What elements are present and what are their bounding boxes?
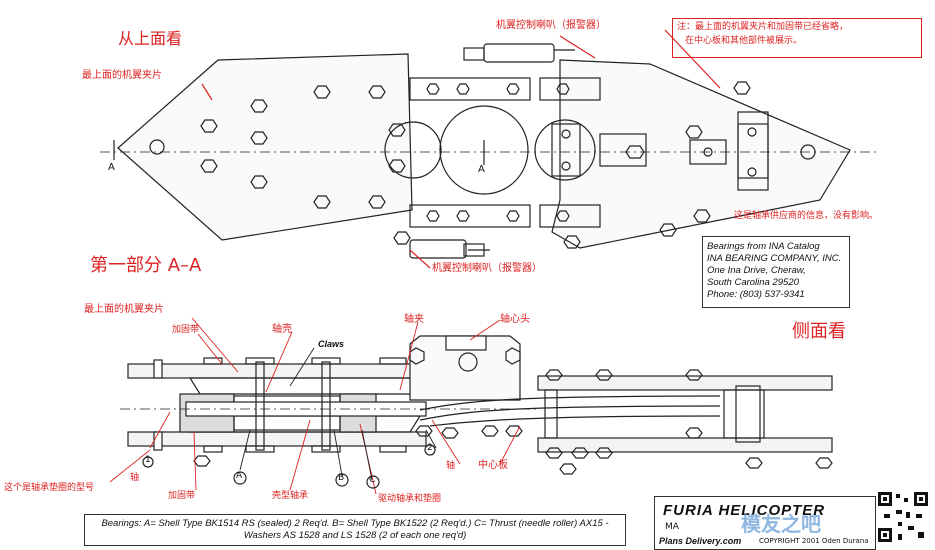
shell-bearing-label: 壳型轴承 [272, 491, 309, 501]
top-clip-plate [117, 53, 413, 241]
note-box: 注：最上面的机翼夹片和加固带已经省略， 在中心板和其他部件被展示。 [672, 18, 922, 58]
ina-line-2: INA BEARING COMPANY, INC. [707, 253, 842, 264]
top-view-label: 从上面看 [118, 29, 183, 48]
top-clip-label-2: 最上面的机翼夹片 [84, 304, 164, 315]
circle-marker-b: B [338, 473, 345, 483]
circle-marker-a: A [236, 471, 243, 481]
marker-a-left: A [108, 162, 115, 173]
housing-label: 轴壳 [272, 324, 292, 335]
circle-marker-c: C [369, 475, 376, 485]
title-block: FURIA HELICOPTER MA Plans Delivery.com C… [654, 496, 876, 550]
marker-a-center: A [478, 164, 485, 175]
circle-marker-1: 1 [145, 455, 151, 465]
section-title: 第一部分 A–A [90, 255, 202, 276]
ina-line-1: Bearings from INA Catalog [707, 241, 820, 252]
title-line-2: MA [665, 522, 679, 532]
note-line-1: 注：最上面的机翼夹片和加固带已经省略， [677, 22, 849, 32]
reinforce-label-2: 加固带 [168, 491, 196, 501]
claws-label: Claws [318, 339, 345, 349]
hub-head-label: 轴心头 [500, 314, 530, 325]
qr-code-icon [878, 492, 928, 542]
legend-line-1: Bearings: A= Shell Type BK1514 RS (seale… [101, 518, 609, 529]
center-plate-label: 中心板 [478, 460, 508, 471]
bearing-model-note: 这个是轴承垫圈的型号 [4, 483, 95, 493]
horn-bottom-label: 机翼控制喇叭（报警器） [432, 263, 542, 274]
note-line-2: 在中心板和其他部件被展示。 [685, 36, 803, 46]
drive-bearing-label: 驱动轴承和垫圈 [378, 494, 442, 504]
axle-label: 轴 [130, 473, 140, 483]
reinforce-label-1: 加固带 [172, 325, 200, 335]
axle-label-2: 轴 [446, 461, 456, 471]
horn-top-label: 机翼控制喇叭（报警器） [496, 20, 606, 31]
footer-right: COPYRIGHT 2001 Oden Durana [759, 537, 869, 545]
circle-marker-2: 2 [427, 443, 433, 453]
bearing-legend: Bearings: A= Shell Type BK1514 RS (seale… [84, 514, 626, 546]
watermark-text: 模友之吧 [741, 512, 821, 536]
footer-left: Plans Delivery.com [659, 536, 742, 546]
legend-line-2: Washers AS 1528 and LS 1528 (2 of each o… [243, 530, 467, 541]
ina-info-box: Bearings from INA Catalog INA BEARING CO… [702, 236, 850, 308]
side-view-label: 侧面看 [792, 321, 846, 342]
axle-clamp-label: 轴夹 [404, 314, 424, 325]
ina-line-3: One Ina Drive, Cheraw, [707, 265, 806, 276]
brand-title: FURIA HELICOPTER [663, 502, 826, 519]
supplier-note: 这是轴承供应商的信息，没有影响。 [734, 211, 879, 221]
ina-line-4: South Carolina 29520 [707, 277, 799, 288]
ina-line-5: Phone: (803) 537-9341 [707, 289, 805, 300]
top-clip-label-1: 最上面的机翼夹片 [82, 70, 162, 81]
